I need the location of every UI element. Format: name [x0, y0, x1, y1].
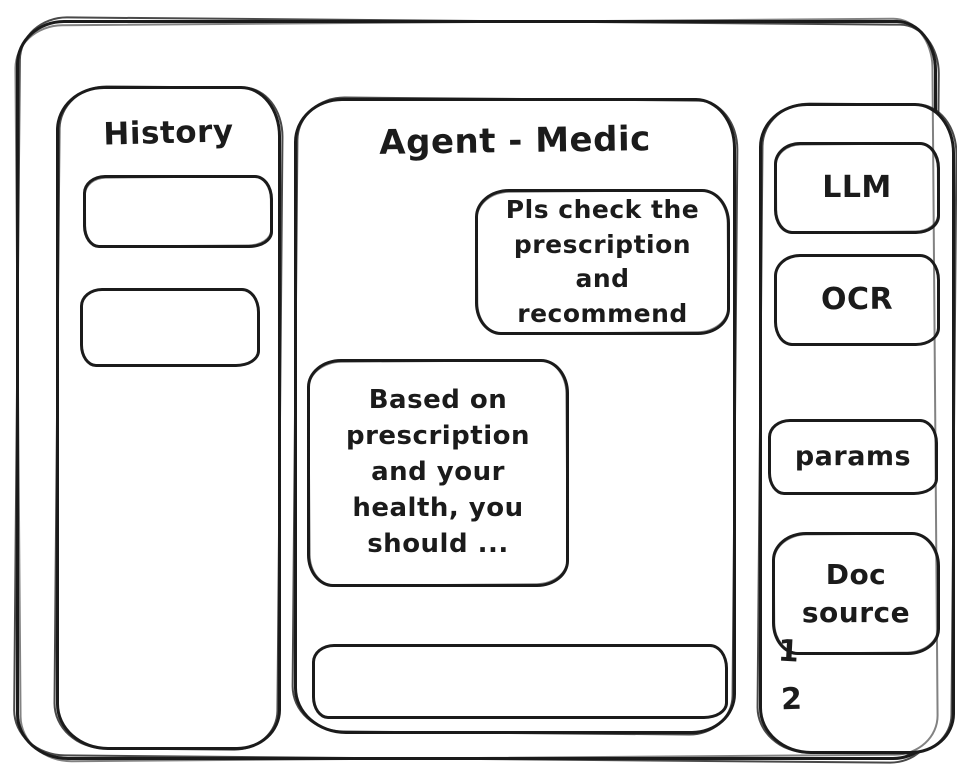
app-window: History Agent - Medic Pls check the pres…	[16, 20, 955, 760]
agent-message-bubble: Based on prescription and your health, y…	[307, 359, 569, 587]
user-message-bubble: Pls check the prescription and recommend	[475, 189, 730, 335]
chat-panel: Agent - Medic Pls check the prescription…	[294, 98, 736, 734]
history-item[interactable]	[83, 175, 273, 248]
doc-source-item-1[interactable]: 1	[777, 633, 800, 670]
chat-title: Agent - Medic	[378, 119, 652, 163]
tool-button-llm[interactable]: LLM	[774, 142, 940, 234]
doc-source-item-2[interactable]: 2	[780, 681, 803, 718]
tool-button-params[interactable]: params	[768, 419, 938, 495]
message-input[interactable]	[312, 644, 728, 719]
history-panel: History	[56, 86, 281, 750]
tools-panel: LLM OCR params Doc source 1 2	[759, 103, 955, 754]
tool-button-doc-source[interactable]: Doc source	[772, 532, 940, 655]
tool-button-ocr[interactable]: OCR	[774, 254, 940, 346]
history-title: History	[103, 113, 234, 153]
history-item[interactable]	[80, 288, 260, 367]
